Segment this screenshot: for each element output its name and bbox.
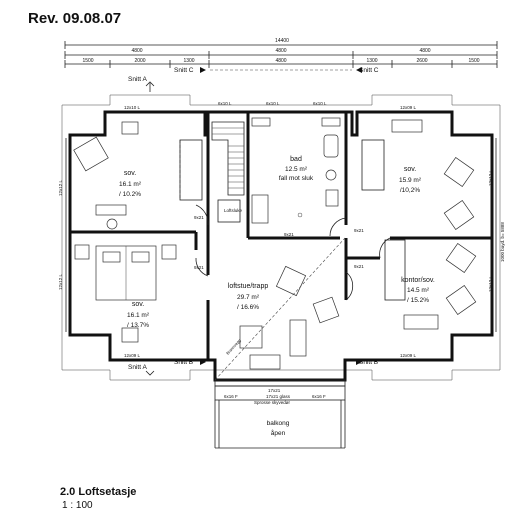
dim-r2-5: 1300	[366, 58, 377, 64]
tag-win-left-2: 12x12 L	[58, 273, 63, 290]
dim-r2-1: 1500	[82, 58, 93, 64]
stair: Loftsluke	[211, 121, 245, 223]
door-swings	[195, 204, 391, 301]
room-loft-name: loftstue/trapp	[228, 283, 269, 290]
tag-bal-door-2: 6x16 F	[312, 394, 326, 399]
room-loft-pct: / 16.6%	[237, 304, 259, 311]
tag-win-left-1: 12x12 L	[58, 179, 63, 196]
tag-door-5: 9x21	[354, 264, 364, 269]
dim-r1-2: 4800	[275, 48, 286, 54]
tag-right-vert: 1000 bayd. b= 5888	[500, 222, 505, 262]
tag-win-bot-left: 12x09 L	[124, 353, 141, 358]
room-bad-area: 12.5 m²	[285, 166, 308, 173]
room-sov1-pct: / 10.2%	[119, 191, 141, 198]
dim-r2-2: 2000	[134, 58, 145, 64]
room-sov2-area: 15.9 m²	[399, 177, 422, 184]
tag-bal-glass: 17x21 glass	[266, 394, 291, 399]
section-a-top: Snitt A	[128, 76, 147, 83]
tag-win-top-1: 6x10 L	[218, 101, 232, 106]
room-sov2-pct: /10,2%	[400, 187, 420, 194]
room-balkong-name: balkong	[267, 420, 290, 427]
bathroom-fixtures	[251, 117, 341, 224]
room-sov1-name: sov.	[124, 170, 136, 177]
exterior-walls	[65, 110, 497, 382]
section-b-left: Snitt B	[174, 359, 193, 366]
tag-door-2: 9x21	[284, 232, 294, 237]
stair-note: Brannvegg	[225, 338, 242, 356]
tag-win-top-left: 12x10 L	[124, 105, 141, 110]
section-b-right: Snitt B	[359, 359, 378, 366]
room-bad-name: bad	[290, 156, 302, 163]
drawing-title: 2.0 Loftsetasje	[60, 486, 137, 498]
tag-door-3: 9x21	[354, 228, 364, 233]
tag-win-top-2: 6x10 L	[266, 101, 280, 106]
dim-r2-7: 1500	[468, 58, 479, 64]
tag-door-4: 9x21	[194, 265, 204, 270]
room-balkong-note: åpen	[271, 429, 286, 437]
drawing-scale: 1 : 100	[62, 500, 93, 511]
interior-walls	[70, 112, 492, 360]
tag-door-1: 9x21	[194, 215, 204, 220]
furniture: Brannvegg	[73, 119, 477, 381]
tag-bal-glass2: Sprosse skyvedør	[254, 400, 291, 405]
dim-r2-6: 2600	[416, 58, 427, 64]
section-c-right: Snitt C	[359, 67, 379, 74]
room-sov2-name: sov.	[404, 166, 416, 173]
room-kontor-name: kontor/sov.	[401, 277, 435, 284]
tag-win-top-3: 6x10 L	[313, 101, 327, 106]
section-c-left: Snitt C	[174, 67, 194, 74]
section-a-bottom: Snitt A	[128, 364, 147, 371]
room-sov3-name: sov.	[132, 301, 144, 308]
dim-r2-4: 4800	[275, 58, 286, 64]
room-kontor-area: 14.5 m²	[407, 287, 430, 294]
dimension-lines: 14400 4800 4800 4800 1500 2000 1300 4800…	[64, 38, 498, 68]
room-sov1-area: 16.1 m²	[119, 181, 142, 188]
room-labels: bad 12.5 m² fall mot sluk sov. 16.1 m² /…	[119, 156, 435, 437]
section-markers: Snitt A Snitt C Snitt C Snitt B Snitt B …	[128, 67, 379, 376]
room-loft-area: 29.7 m²	[237, 294, 260, 301]
dim-r1-1: 4800	[131, 48, 142, 54]
room-bad-note: fall mot sluk	[279, 175, 314, 182]
tag-win-top-right: 12x09 L	[400, 105, 417, 110]
tag-win-bot-right: 12x09 L	[400, 353, 417, 358]
dim-r1-3: 4800	[419, 48, 430, 54]
room-sov3-area: 16.1 m²	[127, 312, 150, 319]
loftsluke-label: Loftsluke	[224, 208, 243, 213]
tag-win-right-1: 12x12 L	[488, 169, 493, 186]
revision-title: Rev. 09.08.07	[28, 10, 122, 27]
tag-win-right-2: 12x12 L	[488, 275, 493, 292]
tag-bal-door-1: 6x16 F	[224, 394, 238, 399]
opening-tags: 12x10 L 6x10 L 6x10 L 6x10 L 12x09 L 12x…	[58, 101, 505, 405]
dim-total: 14400	[275, 38, 289, 44]
balcony	[214, 379, 346, 449]
room-sov3-pct: / 13.7%	[127, 322, 149, 329]
room-kontor-pct: / 15.2%	[407, 297, 429, 304]
tag-bal-door-3: 17x21	[268, 388, 281, 393]
dim-r2-3: 1300	[183, 58, 194, 64]
